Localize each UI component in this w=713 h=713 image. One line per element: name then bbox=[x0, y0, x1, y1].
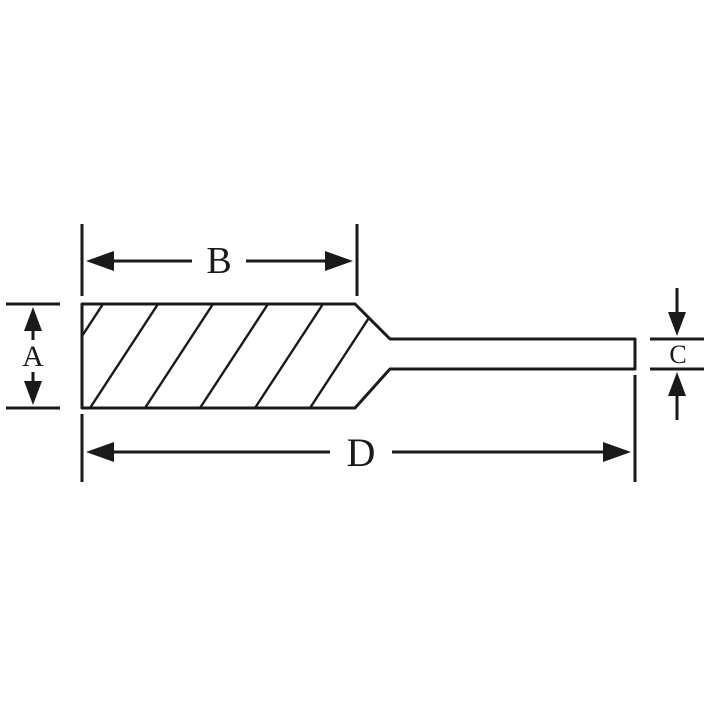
dimension-d: D bbox=[80, 375, 637, 482]
arrowhead-right bbox=[603, 442, 631, 462]
dimension-a: A bbox=[6, 302, 60, 410]
arrowhead-right bbox=[325, 251, 353, 271]
dimension-a-label: A bbox=[22, 340, 44, 373]
arrowhead-up bbox=[668, 372, 686, 396]
hatch-line bbox=[308, 304, 380, 408]
arrowhead-down bbox=[668, 312, 686, 336]
hatch-line bbox=[82, 304, 105, 408]
arrowhead-left bbox=[86, 251, 114, 271]
hatch-line bbox=[88, 304, 160, 408]
dimension-c-label: C bbox=[669, 340, 686, 369]
dimension-c: C bbox=[650, 288, 704, 420]
burr-body-outline bbox=[80, 302, 637, 410]
dimension-b: B bbox=[80, 224, 359, 296]
arrowhead-down bbox=[24, 381, 42, 405]
dimension-b-label: B bbox=[206, 240, 231, 282]
hatch-line bbox=[253, 304, 325, 408]
arrowhead-left bbox=[86, 442, 114, 462]
dimension-d-label: D bbox=[347, 430, 376, 475]
hatch-line bbox=[198, 304, 270, 408]
arrowhead-up bbox=[24, 307, 42, 331]
hatch-line bbox=[143, 304, 215, 408]
